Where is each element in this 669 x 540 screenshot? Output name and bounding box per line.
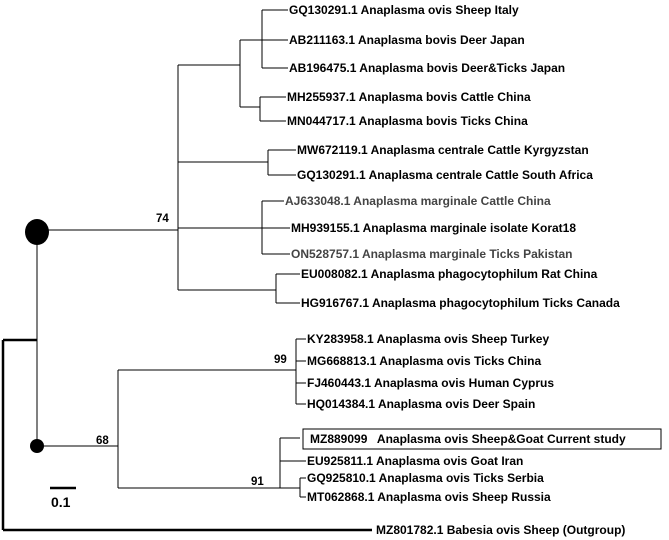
support-value: 91: [251, 476, 264, 488]
taxon-label: EU008082.1 Anaplasma phagocytophilum Rat…: [301, 267, 598, 281]
taxon-label: AB196475.1 Anaplasma bovis Deer&Ticks Ja…: [289, 61, 565, 75]
taxon-label: GQ130291.1 Anaplasma centrale Cattle Sou…: [297, 168, 593, 182]
taxon-label-current-study: MZ889099 Anaplasma ovis Sheep&Goat Curre…: [310, 432, 626, 446]
taxon-label: HG916767.1 Anaplasma phagocytophilum Tic…: [301, 296, 620, 310]
taxon-label: FJ460443.1 Anaplasma ovis Human Cyprus: [307, 376, 554, 390]
taxon-labels: GQ130291.1 Anaplasma ovis Sheep Italy AB…: [285, 3, 626, 537]
taxon-label: MN044717.1 Anaplasma bovis Ticks China: [287, 114, 528, 128]
node-marker-ellipse: [30, 439, 44, 453]
taxon-label: ON528757.1 Anaplasma marginale Ticks Pak…: [291, 247, 572, 261]
taxon-label: AB211163.1 Anaplasma bovis Deer Japan: [289, 33, 525, 47]
support-value: 99: [274, 354, 287, 366]
taxon-label: MG668813.1 Anaplasma ovis Ticks China: [307, 354, 541, 368]
taxon-label: MT062868.1 Anaplasma ovis Sheep Russia: [307, 490, 551, 504]
taxon-label: HQ014384.1 Anaplasma ovis Deer Spain: [307, 397, 535, 411]
support-value: 74: [156, 213, 169, 225]
tree-branches: [1, 9, 372, 532]
taxon-label: GQ130291.1 Anaplasma ovis Sheep Italy: [289, 3, 519, 17]
scale-bar-label: 0.1: [51, 494, 71, 510]
support-value: 68: [96, 435, 109, 447]
taxon-label: AJ633048.1 Anaplasma marginale Cattle Ch…: [285, 194, 551, 208]
node-marker-ellipse: [25, 219, 49, 245]
taxon-label: MH255937.1 Anaplasma bovis Cattle China: [287, 90, 531, 104]
taxon-label: GQ925810.1 Anaplasma ovis Ticks Serbia: [307, 471, 544, 485]
current-study-highlight-box: [302, 428, 662, 450]
taxon-label: MW672119.1 Anaplasma centrale Cattle Kyr…: [297, 143, 589, 157]
taxon-label: EU925811.1 Anaplasma ovis Goat Iran: [307, 454, 523, 468]
taxon-label-outgroup: MZ801782.1 Babesia ovis Sheep (Outgroup): [376, 523, 625, 537]
taxon-label: KY283958.1 Anaplasma ovis Sheep Turkey: [307, 332, 549, 346]
taxon-label: MH939155.1 Anaplasma marginale isolate K…: [291, 221, 576, 235]
